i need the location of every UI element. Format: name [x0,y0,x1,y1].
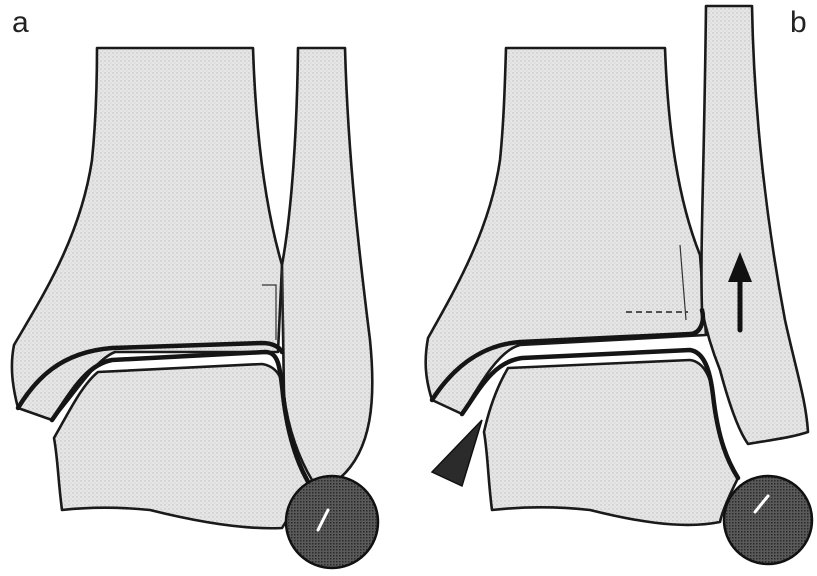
fibula-a [282,48,372,480]
talus-a [54,364,312,528]
sphere-marker-b [724,476,812,564]
talus-b [484,360,738,525]
panel-label-b: b [790,8,807,38]
arrowhead-marker [432,420,482,486]
fibula-b [701,6,808,444]
sphere-marker-a [286,476,378,568]
panel-a [12,48,378,568]
panel-label-a: a [12,8,29,38]
panel-b [426,6,812,564]
